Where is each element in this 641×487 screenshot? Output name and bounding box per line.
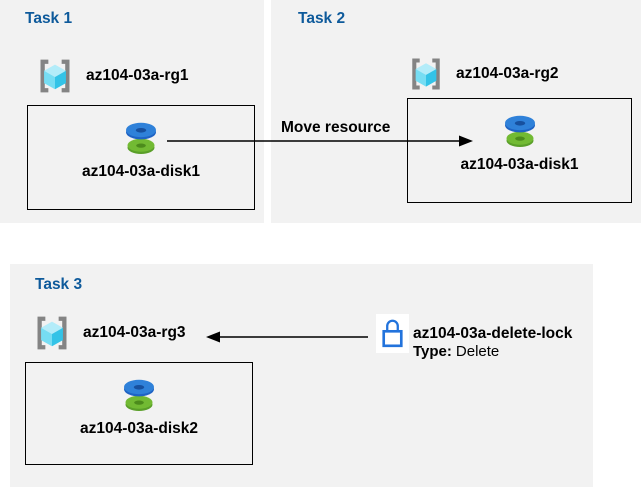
managed-disk-icon xyxy=(504,115,535,147)
resource-group-icon xyxy=(37,316,67,350)
task2-disk-label: az104-03a-disk1 xyxy=(460,156,579,173)
task1-resource-group-label: az104-03a-rg1 xyxy=(86,67,189,84)
arrow-left-icon xyxy=(206,331,368,343)
task1-disk-label: az104-03a-disk1 xyxy=(81,163,201,180)
lock-tile xyxy=(376,314,409,353)
task1-resource-group-row: az104-03a-rg1 xyxy=(36,57,189,95)
task2-panel: Task 2 az104-03a-rg2 az104-03a-disk1 xyxy=(271,0,641,223)
task1-title: Task 1 xyxy=(25,10,73,27)
task3-resource-box: az104-03a-disk2 xyxy=(25,362,253,465)
task1-panel: Task 1 az104-03a-rg1 az104-03a-disk1 xyxy=(0,0,264,223)
managed-disk-icon xyxy=(126,122,156,154)
lock-type-value: Delete xyxy=(455,342,500,360)
task3-resource-group-row: az104-03a-rg3 xyxy=(33,314,186,352)
task3-title: Task 3 xyxy=(35,276,83,293)
task1-resource-box: az104-03a-disk1 xyxy=(27,105,255,210)
lock-text-block: az104-03a-delete-lock Type:Delete xyxy=(413,325,572,360)
task3-resource-group-label: az104-03a-rg3 xyxy=(83,324,186,341)
task2-resource-group-row: az104-03a-rg2 xyxy=(408,55,559,93)
task3-panel: Task 3 az104-03a-rg3 az104-03a-disk2 xyxy=(10,264,593,487)
task2-resource-group-label: az104-03a-rg2 xyxy=(456,65,559,82)
move-resource-label: Move resource xyxy=(281,119,391,136)
managed-disk-icon xyxy=(124,379,154,411)
lock-name: az104-03a-delete-lock xyxy=(413,325,573,342)
task3-disk-label: az104-03a-disk2 xyxy=(79,420,199,437)
resource-group-icon xyxy=(412,58,440,90)
resource-group-icon xyxy=(40,59,70,93)
lock-icon xyxy=(382,319,403,348)
arrow-right-icon xyxy=(167,135,473,147)
lock-type-label: Type: xyxy=(413,342,452,360)
task2-title: Task 2 xyxy=(298,10,346,27)
task2-resource-box: az104-03a-disk1 xyxy=(407,98,632,203)
